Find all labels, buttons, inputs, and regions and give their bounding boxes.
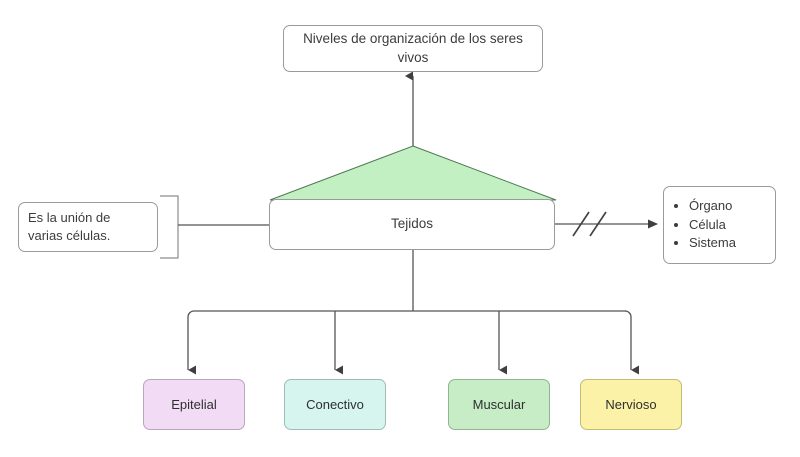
node-tissue-nervioso[interactable]: Nervioso [580,379,682,430]
node-tissue-muscular[interactable]: Muscular [448,379,550,430]
node-tissue-epitelial[interactable]: Epitelial [143,379,245,430]
node-related-levels[interactable]: Órgano Célula Sistema [663,186,776,264]
node-top-label: Niveles de organización de los seres viv… [303,31,523,65]
node-tejidos[interactable]: Tejidos [269,199,555,250]
leaf-label: Muscular [472,396,526,412]
node-note-label: Es la unión de varias células. [28,210,111,243]
related-levels-list: Órgano Célula Sistema [676,197,736,253]
list-item: Célula [689,216,736,234]
leaf-label: Epitelial [171,396,217,412]
bracket-icon [160,195,179,259]
leaf-label: Nervioso [605,396,657,412]
list-item: Órgano [689,197,736,215]
node-definition-note[interactable]: Es la unión de varias células. [18,202,158,252]
node-tissue-conectivo[interactable]: Conectivo [284,379,386,430]
list-item: Sistema [689,234,736,252]
connector-drop-3 [624,310,639,375]
node-center-label: Tejidos [390,216,434,232]
leaf-label: Conectivo [306,396,364,412]
line-break-slash-icon [572,211,607,237]
node-top-level[interactable]: Niveles de organización de los seres viv… [283,25,543,72]
green-triangle-icon [269,145,557,201]
connector-drop-0 [187,310,200,375]
